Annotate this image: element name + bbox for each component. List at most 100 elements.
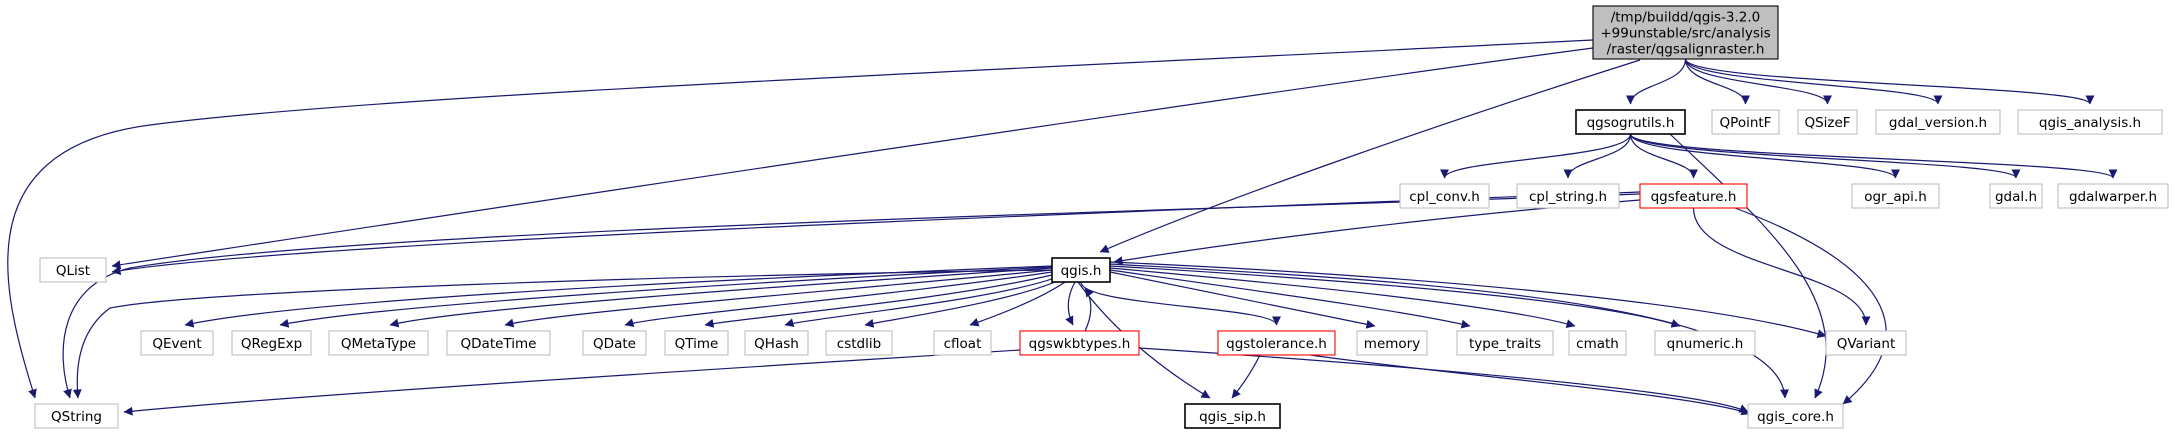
node-box — [34, 403, 119, 429]
edge-qgsogrutils-h-to-qgsfeature-h — [1629, 133, 1698, 179]
node-cfloat[interactable]: cfloat — [933, 330, 992, 356]
node-qgsfeature-h[interactable]: qgsfeature.h — [1639, 183, 1748, 209]
node-cmath[interactable]: cmath — [1568, 330, 1627, 356]
node-label: cpl_conv.h — [1409, 189, 1480, 205]
node-qnumeric-h[interactable]: qnumeric.h — [1654, 330, 1756, 356]
node-box — [1989, 183, 2043, 209]
edge-root-to-qgsogrutils-h — [1626, 58, 1687, 105]
node-box — [1875, 109, 2001, 135]
edge-qgis-h-to-qhash — [784, 275, 1061, 328]
node-label: type_traits — [1469, 336, 1541, 352]
edge-qgis-h-to-qdatetime — [504, 269, 1053, 328]
edge-qgsfeature-h-to-qgis-core-h — [1734, 207, 1887, 405]
edge-qgsogrutils-h-to-cpl-conv-h — [1440, 133, 1632, 179]
edge-qgsogrutils-h-to-cpl-string-h — [1563, 133, 1632, 179]
node-qpointf[interactable]: QPointF — [1711, 109, 1780, 135]
node-box — [1516, 183, 1620, 209]
node-label: /raster/qgsalignraster.h — [1607, 42, 1765, 58]
node-qdate[interactable]: QDate — [582, 330, 647, 356]
node-label: gdalwarper.h — [2069, 189, 2157, 205]
nodes-layer: /tmp/buildd/qgis-3.2.0+99unstable/src/an… — [34, 5, 2169, 429]
node-qgswkbtypes-h[interactable]: qgswkbtypes.h — [1019, 330, 1140, 356]
node-gdal-h[interactable]: gdal.h — [1989, 183, 2043, 209]
node-box — [1851, 183, 1940, 209]
node-box — [1575, 109, 1686, 135]
node-qgsogrutils-h[interactable]: qgsogrutils.h — [1575, 109, 1686, 135]
node-qmetatype[interactable]: QMetaType — [328, 330, 429, 356]
edge-qgstolerance-h-to-qgis-core-h — [1309, 354, 1751, 416]
edge-qgsfeature-h-to-qvariant — [1692, 207, 1871, 326]
node-label: qgswkbtypes.h — [1029, 336, 1131, 352]
node-label: QMetaType — [341, 336, 416, 352]
node-label: ogr_api.h — [1864, 189, 1927, 205]
node-label: cmath — [1576, 336, 1619, 352]
node-cstdlib[interactable]: cstdlib — [825, 330, 893, 356]
node-box — [1568, 330, 1627, 356]
node-qstring[interactable]: QString — [34, 403, 119, 429]
node-qhash[interactable]: QHash — [744, 330, 809, 356]
edge-qgsogrutils-h-to-ogr-api-h — [1629, 133, 1900, 179]
node-box — [1592, 5, 1779, 60]
node-cpl-string-h[interactable]: cpl_string.h — [1516, 183, 1620, 209]
node-box — [446, 330, 551, 356]
node-label: QEvent — [152, 336, 201, 352]
edge-qgswkbtypes-h-to-qgis-core-h — [1138, 347, 1749, 413]
node-qgis-sip-h[interactable]: qgis_sip.h — [1184, 403, 1281, 429]
node-box — [328, 330, 429, 356]
node-gdal-version-h[interactable]: gdal_version.h — [1875, 109, 2001, 135]
node-box — [231, 330, 312, 356]
node-label: qgstolerance.h — [1226, 336, 1327, 352]
node-box — [1747, 403, 1844, 429]
node-qevent[interactable]: QEvent — [140, 330, 214, 356]
edge-qgis-h-to-type-traits — [1109, 269, 1471, 329]
node-qgis-core-h[interactable]: qgis_core.h — [1747, 403, 1844, 429]
edge-qgis-h-to-qnumeric-h — [1109, 265, 1681, 328]
edge-qgis-h-to-qgis-core-h — [1109, 263, 1790, 399]
node-box — [1654, 330, 1756, 356]
node-qtime[interactable]: QTime — [664, 330, 729, 356]
node-label: /tmp/buildd/qgis-3.2.0 — [1611, 10, 1761, 26]
node-memory[interactable]: memory — [1356, 330, 1428, 356]
node-qgstolerance-h[interactable]: qgstolerance.h — [1217, 330, 1336, 356]
node-box — [582, 330, 647, 356]
node-qregexp[interactable]: QRegExp — [231, 330, 312, 356]
node-qsizef[interactable]: QSizeF — [1797, 109, 1858, 135]
node-label: gdal_version.h — [1889, 115, 1987, 131]
node-label: QVariant — [1837, 336, 1896, 352]
node-qlist[interactable]: QList — [39, 257, 107, 283]
edge-root-to-qgis-analysis-h — [1684, 58, 2095, 105]
edge-qgis-h-to-qgswkbtypes-h — [1065, 281, 1076, 326]
node-box — [2017, 109, 2163, 135]
node-ogr-api-h[interactable]: ogr_api.h — [1851, 183, 1940, 209]
node-qdatetime[interactable]: QDateTime — [446, 330, 551, 356]
node-gdalwarper-h[interactable]: gdalwarper.h — [2057, 183, 2169, 209]
edge-root-to-qlist — [111, 47, 1594, 270]
node-label: memory — [1364, 336, 1420, 352]
node-box — [1019, 330, 1140, 356]
edge-qgsogrutils-h-to-qgis-core-h — [1669, 133, 1827, 399]
node-label: QTime — [675, 336, 719, 352]
edge-root-to-qstring — [7, 39, 1594, 399]
node-box — [825, 330, 893, 356]
node-qgis-analysis-h[interactable]: qgis_analysis.h — [2017, 109, 2163, 135]
node-label: QPointF — [1720, 115, 1772, 131]
node-qvariant[interactable]: QVariant — [1825, 330, 1907, 356]
edge-root-to-gdal-version-h — [1684, 58, 1943, 105]
node-box — [664, 330, 729, 356]
node-label: QDateTime — [461, 336, 537, 352]
node-label: qgis_sip.h — [1199, 409, 1266, 425]
node-label: QString — [51, 409, 102, 425]
node-label: +99unstable/src/analysis — [1600, 26, 1770, 42]
node-root[interactable]: /tmp/buildd/qgis-3.2.0+99unstable/src/an… — [1592, 5, 1779, 60]
edge-qgis-h-to-qstring — [72, 269, 1053, 399]
edge-qgswkbtypes-h-to-qstring — [123, 349, 1021, 416]
node-type-traits[interactable]: type_traits — [1456, 330, 1554, 356]
node-qgis-h[interactable]: qgis.h — [1051, 257, 1111, 283]
edge-qgis-h-to-cmath — [1109, 267, 1576, 329]
node-cpl-conv-h[interactable]: cpl_conv.h — [1399, 183, 1490, 209]
node-label: QRegExp — [241, 336, 302, 352]
node-box — [2057, 183, 2169, 209]
node-label: qgis.h — [1061, 263, 1102, 279]
edge-qgis-h-to-cfloat — [969, 279, 1069, 327]
